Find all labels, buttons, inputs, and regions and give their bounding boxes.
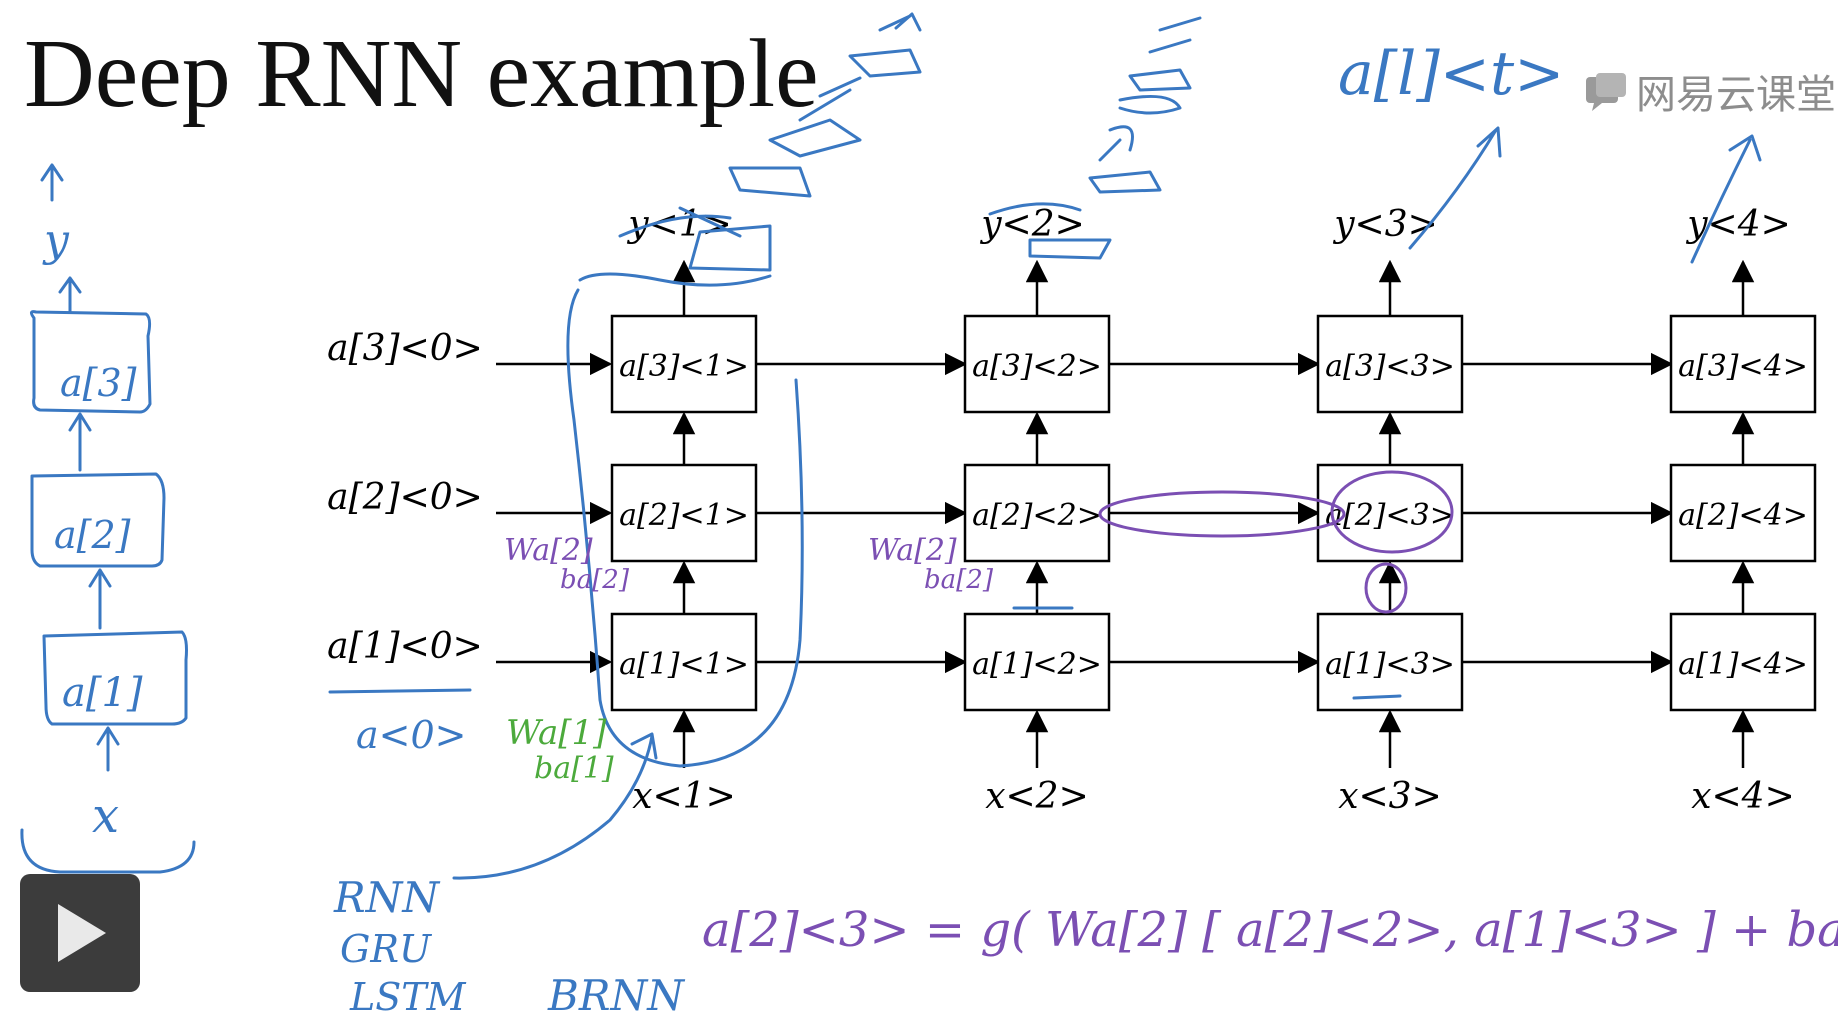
output2-sketch	[988, 16, 1202, 260]
weights-layer1-w: Wa[1]	[506, 713, 607, 753]
cell-box-1-2	[1316, 463, 1464, 563]
left-bracket	[20, 828, 196, 874]
cell-box-0-1	[963, 314, 1111, 414]
cell-label-0-1: a[3]<2>	[972, 349, 1102, 384]
play-icon	[58, 904, 106, 962]
input-label-1: x<2>	[985, 776, 1089, 817]
top-right-arrow-3	[1408, 126, 1502, 250]
input-label-0: x<1>	[632, 776, 736, 817]
cell-label-1-2: a[2]<3>	[1325, 498, 1455, 533]
initial-state-0: a[3]<0>	[327, 328, 483, 369]
cell-label-2-0: a[1]<1>	[619, 647, 749, 682]
left-stack-a2: a[2]	[54, 513, 131, 557]
initial-state-2: a[1]<0>	[327, 626, 483, 667]
cell-box-2-2	[1316, 612, 1464, 712]
top-right-notation: a[l]<t>	[1338, 39, 1564, 109]
underline-a13	[1352, 694, 1402, 700]
cell-label-1-0: a[2]<1>	[619, 498, 749, 533]
cell-label-0-0: a[3]<1>	[619, 349, 749, 384]
input-label-2: x<3>	[1338, 776, 1442, 817]
watermark: 网易云课堂	[1584, 62, 1836, 120]
rnn-pointer-arrow	[452, 732, 658, 880]
left-stack-a1: a[1]	[62, 670, 143, 716]
weights-layer2-col2-b: ba[2]	[924, 565, 994, 595]
cell-type-rnn: RNN	[333, 873, 440, 922]
left-arrow-y	[40, 163, 64, 202]
cell-type-lstm: LSTM	[349, 975, 467, 1016]
output1-sketch	[618, 12, 922, 272]
left-box-a3	[29, 310, 152, 414]
cell-box-0-3	[1669, 314, 1817, 414]
weights-layer2-col2-w: Wa[2]	[868, 533, 957, 568]
a0-underline	[328, 688, 472, 694]
rnn-grid: a[3]<1> a[3]<2> a[3]<3> a[3]<4> a[2]<1> a[2]<…	[327, 204, 1817, 817]
cell-box-2-1	[963, 612, 1111, 712]
netease-logo-icon	[1586, 73, 1626, 111]
left-stack-x: x	[92, 788, 119, 844]
highlight-a13-arrow	[1364, 562, 1408, 614]
initial-state-1: a[2]<0>	[327, 477, 483, 518]
cell-box-1-3	[1669, 463, 1817, 563]
weights-layer2-col1-b: ba[2]	[560, 565, 630, 595]
cell-type-gru: GRU	[340, 927, 433, 971]
left-box-a1	[42, 630, 188, 726]
watermark-text: 网易云课堂	[1636, 72, 1836, 118]
play-button[interactable]	[20, 874, 140, 992]
input-label-3: x<4>	[1691, 776, 1795, 817]
brnn-label: BRNN	[547, 971, 685, 1016]
slide-title: Deep RNN example	[24, 20, 819, 128]
top-right-arrow-4	[1690, 134, 1762, 264]
highlight-a22-arrow	[1098, 490, 1346, 538]
cell-label-1-3: a[2]<4>	[1678, 498, 1808, 533]
weights-layer2-col1-w: Wa[2]	[504, 533, 593, 568]
a0-label: a<0>	[356, 713, 467, 757]
column1-loop	[566, 272, 804, 768]
cell-label-2-2: a[1]<3>	[1325, 647, 1455, 682]
highlight-a23	[1330, 470, 1454, 554]
cell-box-1-1	[963, 463, 1111, 563]
left-box-a2	[30, 472, 166, 568]
weights-layer1-b: ba[1]	[534, 751, 614, 786]
left-stack-a3: a[3]	[60, 361, 137, 405]
cell-label-2-3: a[1]<4>	[1678, 647, 1808, 682]
cell-label-0-3: a[3]<4>	[1678, 349, 1808, 384]
cell-label-1-1: a[2]<2>	[972, 498, 1102, 533]
left-stack-y: y	[42, 215, 70, 266]
cell-label-0-2: a[3]<3>	[1325, 349, 1455, 384]
cell-box-2-3	[1669, 612, 1817, 712]
left-stack-sketch: y a[3] a[2] a[1] x	[20, 163, 196, 874]
output-label-2: y<3>	[1332, 204, 1438, 245]
equation: a[2]<3> = g( Wa[2] [ a[2]<2>, a[1]<3> ] …	[702, 902, 1838, 958]
cell-label-2-1: a[1]<2>	[972, 647, 1102, 682]
